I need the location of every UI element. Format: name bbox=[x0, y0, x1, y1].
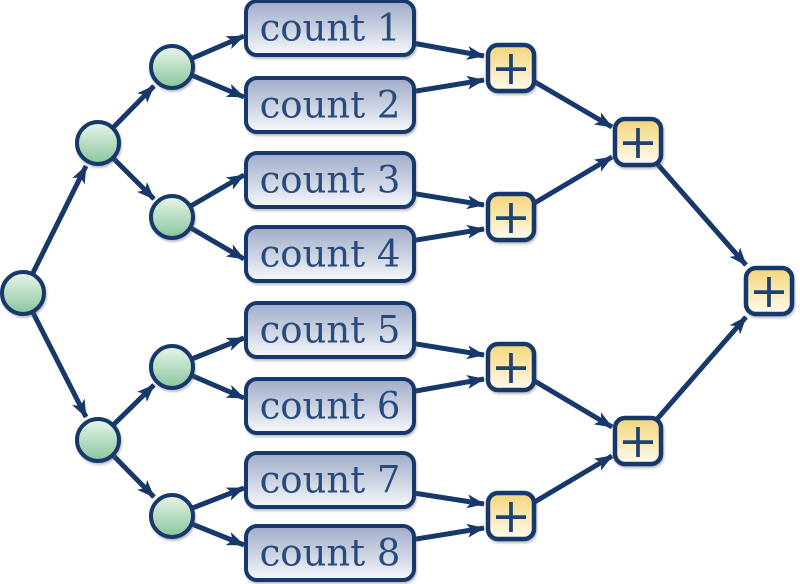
plus-node-5-label: + bbox=[618, 114, 658, 170]
plus-node-6-label: + bbox=[618, 413, 658, 469]
count-box-5: count 5 bbox=[244, 301, 416, 359]
plus-node-final-label: + bbox=[749, 263, 789, 319]
count-box-2-shape bbox=[244, 76, 416, 134]
count-box-6: count 6 bbox=[244, 377, 416, 435]
count-box-1-label: count 1 bbox=[260, 7, 401, 50]
split-node-bottom bbox=[75, 417, 121, 463]
count-box-7-label: count 7 bbox=[260, 459, 401, 502]
split-nodes-layer bbox=[0, 44, 195, 539]
count-boxes-layer: count 1 count 2 count 3 count 4 count 5 … bbox=[244, 0, 416, 582]
plus-node-5-shape bbox=[612, 116, 664, 168]
plus-node-4-label: + bbox=[491, 488, 531, 544]
plus-node-3-label: + bbox=[491, 339, 531, 395]
plus-node-6-shape bbox=[612, 415, 664, 467]
count-box-2: count 2 bbox=[244, 76, 416, 134]
split-node-3 bbox=[149, 344, 195, 390]
count-box-5-shape bbox=[244, 301, 416, 359]
count-box-8: count 8 bbox=[244, 524, 416, 582]
count-box-2-label: count 2 bbox=[260, 84, 401, 127]
edge-root-to-split-top bbox=[20, 164, 89, 295]
count-box-6-shape bbox=[244, 377, 416, 435]
count-box-7: count 7 bbox=[244, 451, 416, 509]
plus-node-3-shape bbox=[485, 341, 537, 393]
count-box-1: count 1 bbox=[244, 0, 416, 57]
plus-node-final-shape bbox=[743, 265, 795, 317]
count-box-6-label: count 6 bbox=[260, 385, 401, 428]
plus-node-1-label: + bbox=[491, 40, 531, 96]
edge-root-to-split-bottom bbox=[20, 291, 89, 419]
plus-node-2-label: + bbox=[491, 189, 531, 245]
split-node-root bbox=[0, 270, 46, 316]
plus-node-3: + bbox=[485, 339, 537, 395]
split-node-2 bbox=[149, 194, 195, 240]
count-box-4-shape bbox=[244, 225, 416, 283]
plus-node-final: + bbox=[743, 263, 795, 319]
count-box-8-shape bbox=[244, 524, 416, 582]
plus-node-4: + bbox=[485, 488, 537, 544]
plus-node-6: + bbox=[612, 413, 664, 469]
count-box-8-label: count 8 bbox=[260, 532, 401, 575]
count-box-3: count 3 bbox=[244, 151, 416, 209]
plus-node-4-shape bbox=[485, 490, 537, 542]
count-box-5-label: count 5 bbox=[260, 309, 401, 352]
plus-node-2: + bbox=[485, 189, 537, 245]
plus-node-1: + bbox=[485, 40, 537, 96]
plus-node-5: + bbox=[612, 114, 664, 170]
count-box-4-label: count 4 bbox=[260, 233, 401, 276]
plus-node-1-shape bbox=[485, 42, 537, 94]
split-node-4 bbox=[149, 493, 195, 539]
count-box-1-shape bbox=[244, 0, 416, 57]
plus-node-2-shape bbox=[485, 191, 537, 243]
count-box-7-shape bbox=[244, 451, 416, 509]
count-box-4: count 4 bbox=[244, 225, 416, 283]
count-box-3-label: count 3 bbox=[260, 159, 401, 202]
count-box-3-shape bbox=[244, 151, 416, 209]
split-node-1 bbox=[149, 44, 195, 90]
split-node-top bbox=[75, 120, 121, 166]
plus-nodes-layer: + + + + + + + bbox=[485, 40, 795, 544]
